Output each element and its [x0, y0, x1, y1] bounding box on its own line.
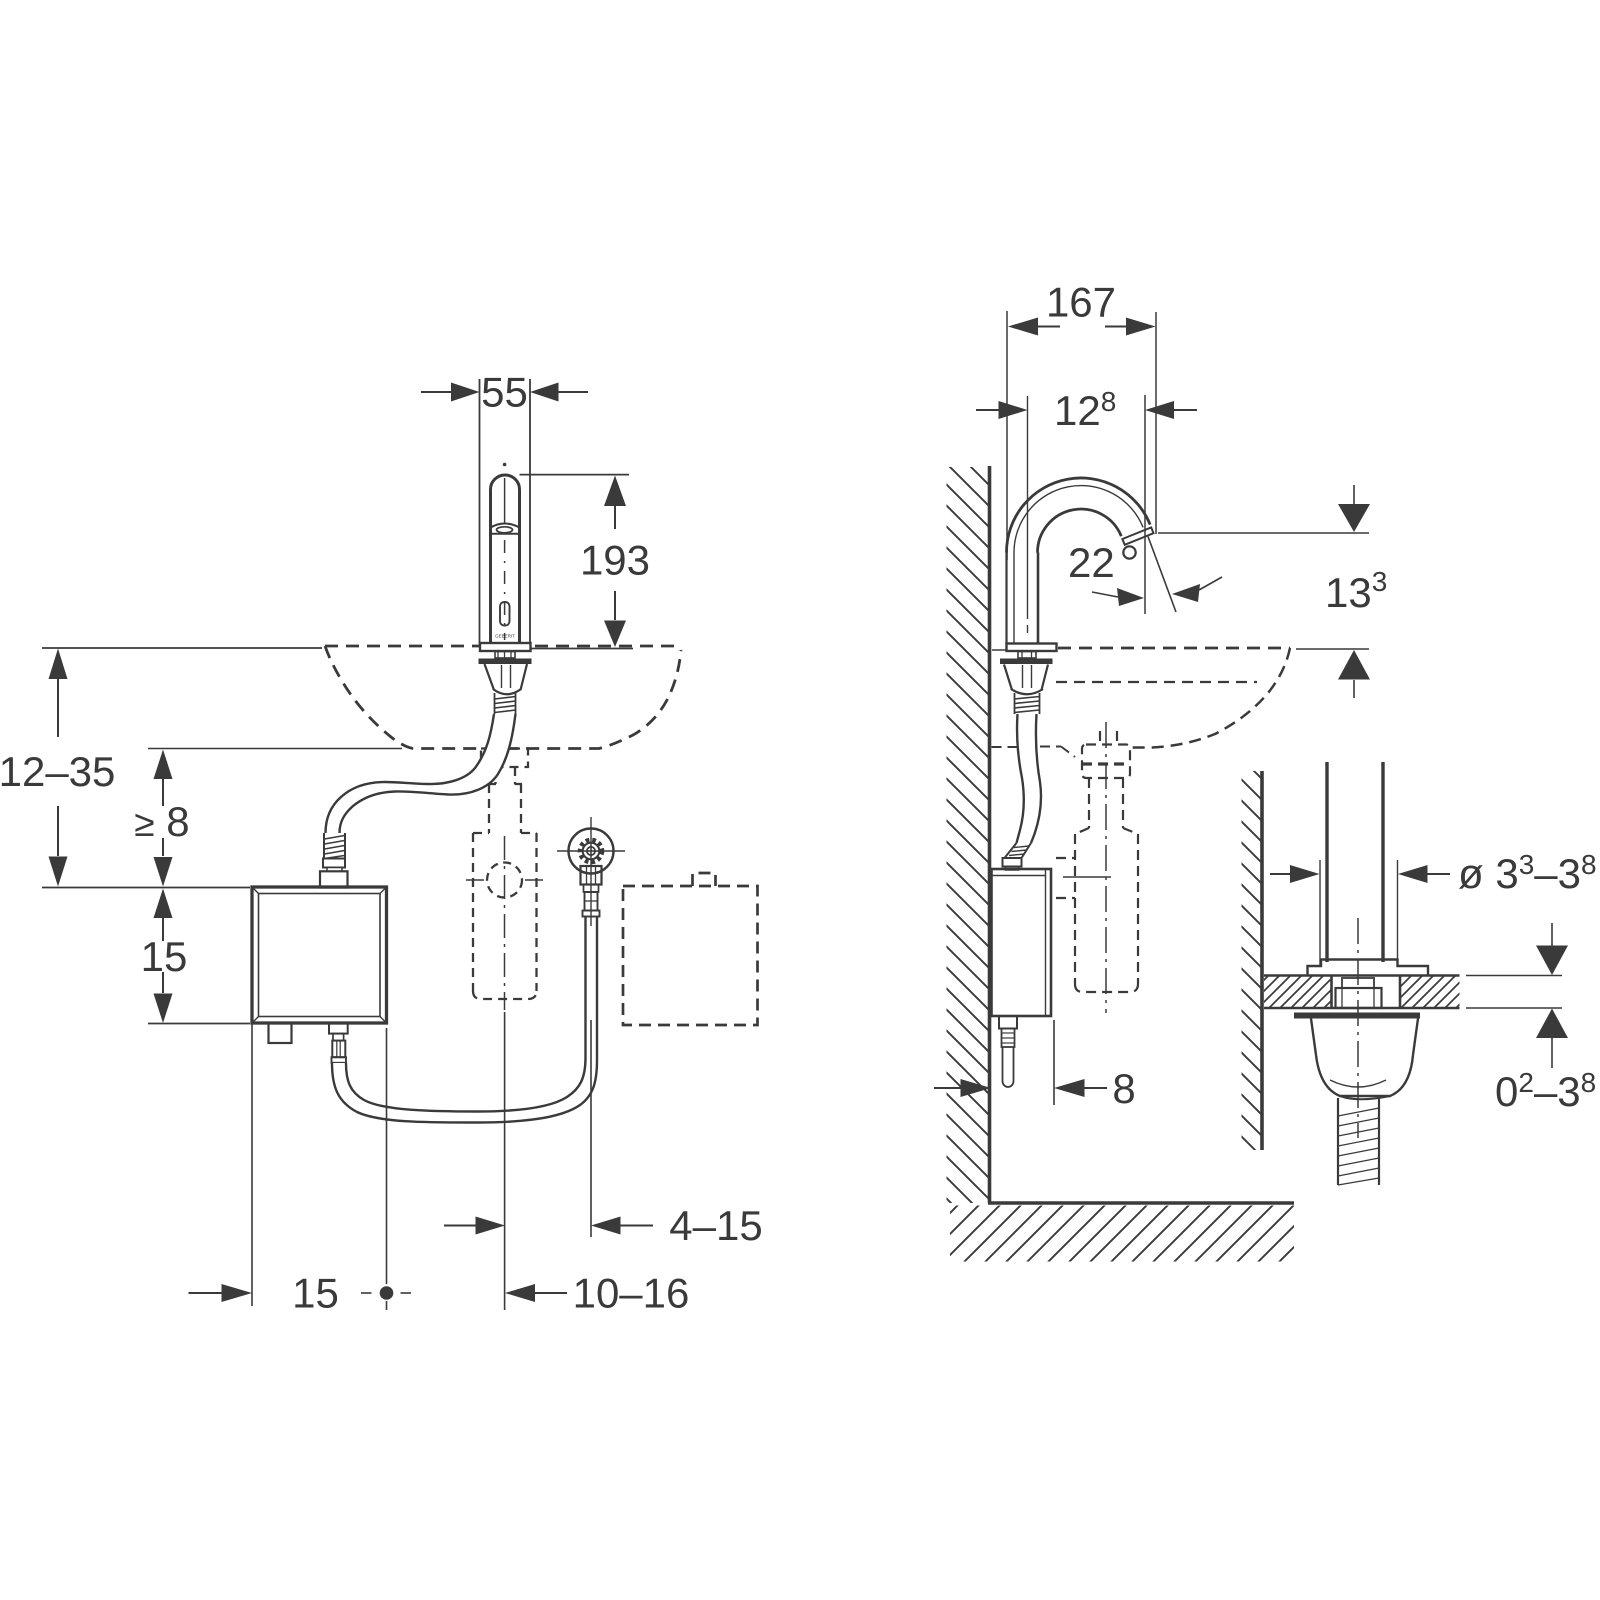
svg-text:10–16: 10–16 [573, 1270, 690, 1317]
svg-text:128: 128 [1054, 386, 1116, 434]
svg-text:22: 22 [1068, 539, 1115, 586]
svg-text:55: 55 [481, 369, 528, 416]
svg-text:GEBERIT: GEBERIT [495, 634, 515, 639]
svg-text:12–35: 12–35 [0, 748, 115, 795]
svg-text:4–15: 4–15 [669, 1202, 762, 1249]
svg-text:8: 8 [1112, 1065, 1135, 1112]
svg-text:193: 193 [580, 537, 650, 584]
svg-text:≥ 8: ≥ 8 [134, 798, 189, 845]
svg-text:15: 15 [292, 1270, 339, 1317]
svg-text:02–38: 02–38 [1495, 1067, 1596, 1115]
svg-text:167: 167 [1046, 279, 1116, 326]
